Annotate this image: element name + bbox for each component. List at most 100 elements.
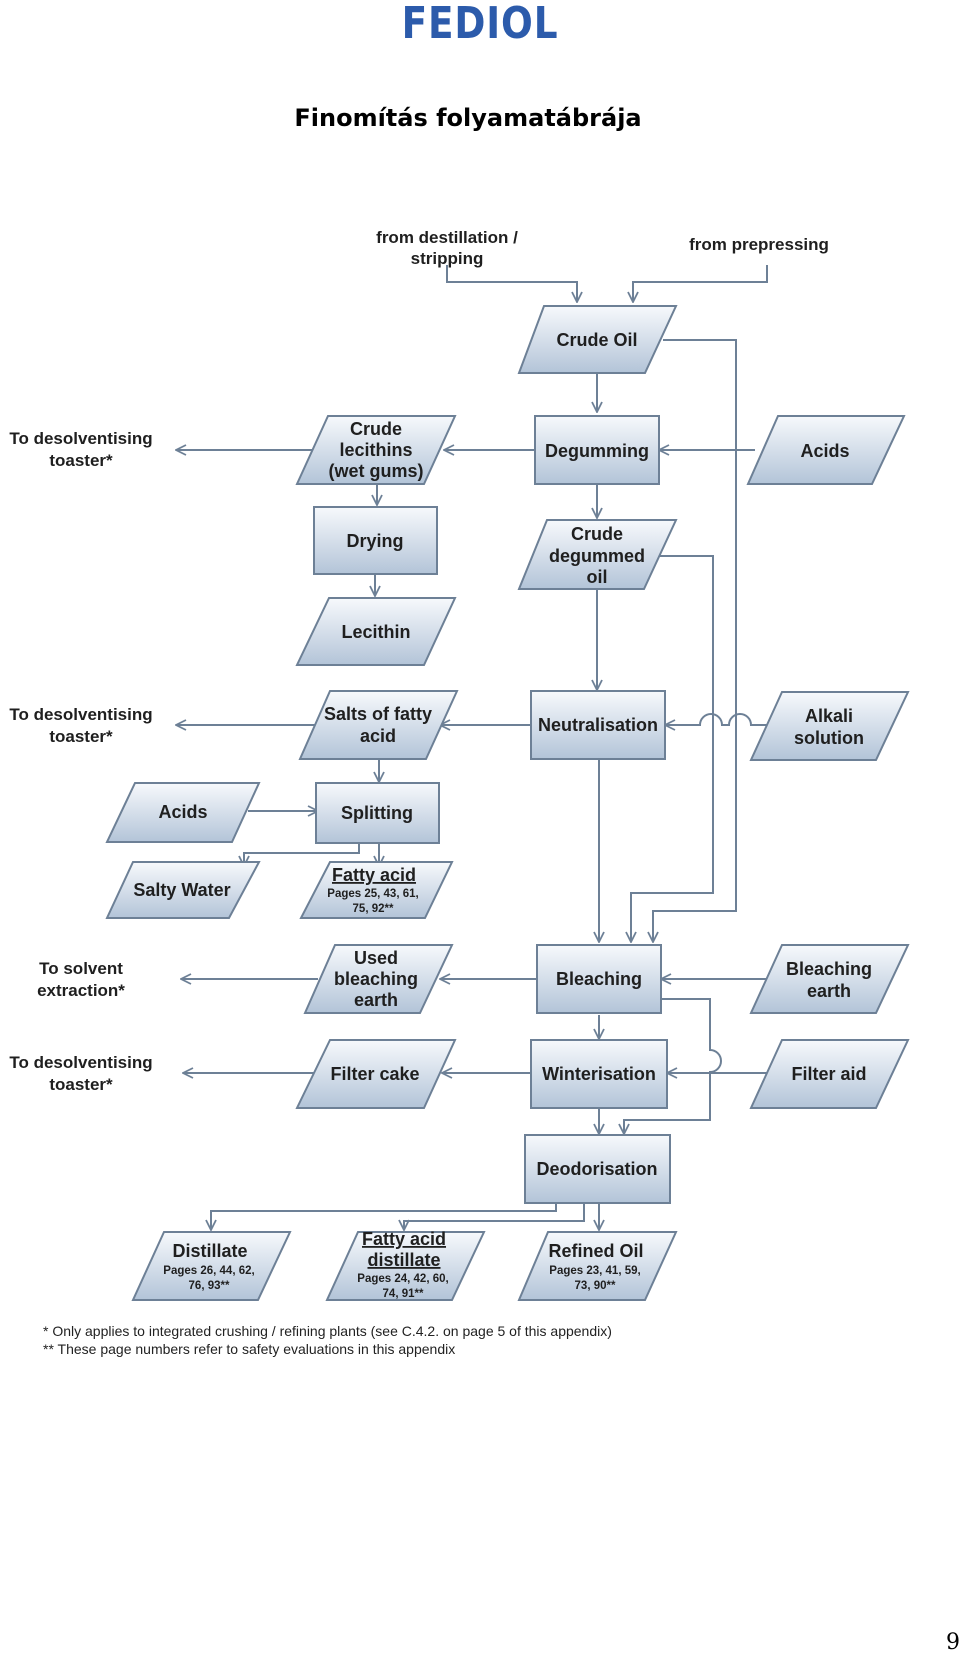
node-label: Salty Water: [133, 880, 230, 900]
node-label: Splitting: [341, 803, 413, 823]
source-label: stripping: [411, 249, 484, 268]
edge-deodorisation-to-fatty-acid-distillate: [404, 1203, 585, 1230]
output-label: toaster*: [49, 451, 113, 470]
node-fatty-acid-distillate: Fatty acid distillate Pages 24, 42, 60, …: [325, 1229, 486, 1301]
node-pages: Pages 26, 44, 62,: [163, 1265, 254, 1277]
page-title: Finomítás folyamatábrája: [294, 104, 642, 132]
svg-text:Distillate: Distillate: [172, 1241, 247, 1261]
fediol-logo: FEDIOL: [401, 0, 559, 49]
node-title: Fatty acid: [332, 865, 416, 885]
edge-prepressing-to-crude-oil: [633, 265, 768, 302]
svg-text:74, 91**: 74, 91**: [383, 1288, 424, 1300]
node-neutralisation: Neutralisation: [530, 690, 666, 760]
node-title: Refined Oil: [548, 1241, 643, 1261]
svg-text:earth: earth: [354, 990, 398, 1010]
node-label: Lecithin: [341, 622, 410, 642]
node-label: Crude: [571, 524, 623, 544]
svg-text:extraction*: extraction*: [37, 981, 125, 1000]
svg-text:Crude: Crude: [350, 419, 402, 439]
svg-text:73, 90**: 73, 90**: [575, 1280, 616, 1292]
svg-text:* Only applies to integrated c: * Only applies to integrated crushing / …: [43, 1323, 612, 1339]
node-label: Used: [354, 948, 398, 968]
node-label: Neutralisation: [538, 715, 658, 735]
node-label: Crude: [350, 419, 402, 439]
svg-text:acid: acid: [360, 726, 396, 746]
node-drying: Drying: [313, 506, 438, 575]
node-crude-degummed-oil: Crude degummed oil: [517, 519, 678, 590]
node-label: Filter aid: [791, 1064, 866, 1084]
node-pages: 74, 91**: [383, 1288, 424, 1300]
edge-crude-oil-bypass-to-bleaching: [653, 339, 737, 942]
page-number: 9: [946, 1630, 960, 1655]
node-refined-oil: Refined Oil Pages 23, 41, 59, 73, 90**: [517, 1231, 678, 1301]
svg-text:Winterisation: Winterisation: [542, 1064, 656, 1084]
svg-text:Degumming: Degumming: [545, 441, 649, 461]
node-label: (wet gums): [328, 461, 423, 481]
svg-text:Refined Oil: Refined Oil: [548, 1241, 643, 1261]
node-splitting: Splitting: [315, 782, 440, 844]
svg-text:(wet gums): (wet gums): [328, 461, 423, 481]
node-pages: Pages 25, 43, 61,: [327, 888, 418, 900]
node-title: distillate: [367, 1250, 440, 1270]
edge-deodorisation-to-distillate: [211, 1203, 557, 1230]
node-label: bleaching: [334, 969, 418, 989]
svg-text:Pages 24, 42, 60,: Pages 24, 42, 60,: [357, 1273, 448, 1285]
edge-distillation-to-crude-oil: [446, 265, 577, 302]
source-distillation: from destillation / stripping: [376, 228, 518, 268]
output-solvent-extraction: To solvent extraction*: [37, 959, 125, 1000]
node-label: Alkali: [805, 706, 853, 726]
svg-text:toaster*: toaster*: [49, 1075, 113, 1094]
flow-connectors: [176, 265, 783, 1230]
edge-degummed-bypass-to-bleaching: [631, 555, 714, 942]
node-label: Crude Oil: [556, 330, 637, 350]
svg-text:Alkali: Alkali: [805, 706, 853, 726]
node-lecithin: Lecithin: [295, 597, 457, 666]
node-deodorisation: Deodorisation: [524, 1134, 671, 1204]
svg-text:75, 92**: 75, 92**: [353, 903, 394, 915]
output-label: To desolventising: [9, 705, 152, 724]
output-label: toaster*: [49, 727, 113, 746]
svg-text:bleaching: bleaching: [334, 969, 418, 989]
svg-text:Filter cake: Filter cake: [330, 1064, 419, 1084]
node-used-bleaching-earth: Used bleaching earth: [303, 944, 454, 1014]
footnotes: * Only applies to integrated crushing / …: [43, 1323, 612, 1357]
svg-text:Pages 23, 41, 59,: Pages 23, 41, 59,: [549, 1265, 640, 1277]
svg-text:Salts of fatty: Salts of fatty: [324, 704, 432, 724]
node-label: oil: [587, 567, 608, 587]
svg-text:Bleaching: Bleaching: [556, 969, 642, 989]
node-label: solution: [794, 728, 864, 748]
svg-text:Fatty acid: Fatty acid: [332, 865, 416, 885]
node-bleaching-earth: Bleaching earth: [749, 944, 910, 1014]
output-label: To solvent: [39, 959, 123, 978]
node-label: Acids: [800, 441, 849, 461]
svg-text:Pages 25, 43, 61,: Pages 25, 43, 61,: [327, 888, 418, 900]
footnote-2: ** These page numbers refer to safety ev…: [43, 1341, 455, 1357]
svg-text:Fatty acid: Fatty acid: [362, 1229, 446, 1249]
node-label: Filter cake: [330, 1064, 419, 1084]
node-label: Deodorisation: [536, 1159, 657, 1179]
svg-text:from destillation /: from destillation /: [376, 228, 518, 247]
node-bleaching: Bleaching: [536, 944, 662, 1014]
node-label: Drying: [346, 531, 403, 551]
source-label: from prepressing: [689, 235, 829, 254]
svg-text:Drying: Drying: [346, 531, 403, 551]
node-pages: Pages 24, 42, 60,: [357, 1273, 448, 1285]
node-salts-of-fatty-acid: Salts of fatty acid: [298, 690, 459, 760]
svg-text:Splitting: Splitting: [341, 803, 413, 823]
output-label: To desolventising: [9, 429, 152, 448]
svg-text:Salty Water: Salty Water: [133, 880, 230, 900]
output-label: toaster*: [49, 1075, 113, 1094]
svg-text:stripping: stripping: [411, 249, 484, 268]
node-label: Acids: [158, 802, 207, 822]
node-fatty-acid: Fatty acid Pages 25, 43, 61, 75, 92**: [299, 861, 454, 919]
output-label: To desolventising: [9, 1053, 152, 1072]
output-desolventising-2: To desolventising toaster*: [9, 705, 152, 746]
node-filter-cake: Filter cake: [295, 1039, 457, 1109]
node-label: acid: [360, 726, 396, 746]
svg-text:76, 93**: 76, 93**: [189, 1280, 230, 1292]
svg-text:Deodorisation: Deodorisation: [536, 1159, 657, 1179]
svg-text:earth: earth: [807, 981, 851, 1001]
svg-text:solution: solution: [794, 728, 864, 748]
svg-text:toaster*: toaster*: [49, 727, 113, 746]
